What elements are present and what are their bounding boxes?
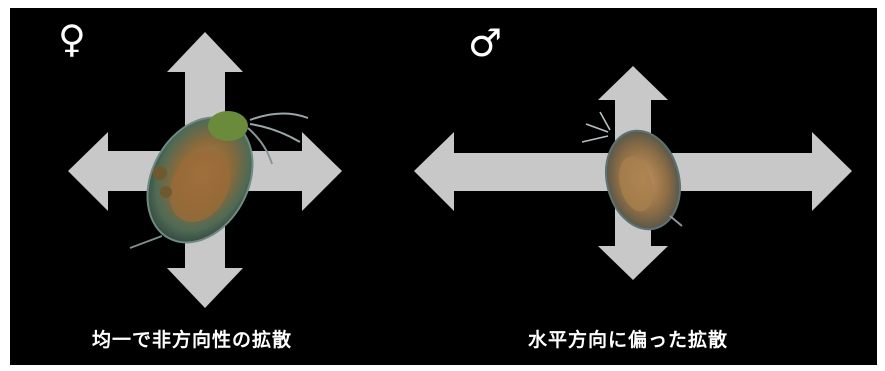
right-arrow-up — [598, 66, 668, 153]
male-symbol: ♂ — [468, 21, 503, 65]
diagram-graphics — [68, 32, 852, 308]
left-arrow-left — [68, 132, 170, 211]
daphnia-female-image — [129, 111, 309, 249]
left-caption: 均一で非方向性の拡散 — [92, 329, 293, 351]
daphnia-male-image — [581, 111, 683, 231]
left-arrow-right — [240, 132, 342, 211]
female-symbol: ♀ — [58, 17, 86, 61]
diagram-panel: ♀ ♂ 均一で非方向性の拡散 水平方向に偏った拡散 — [10, 8, 877, 365]
right-arrow-left — [414, 132, 610, 211]
right-arrow-right — [656, 132, 852, 211]
right-caption: 水平方向に偏った拡散 — [528, 329, 729, 351]
